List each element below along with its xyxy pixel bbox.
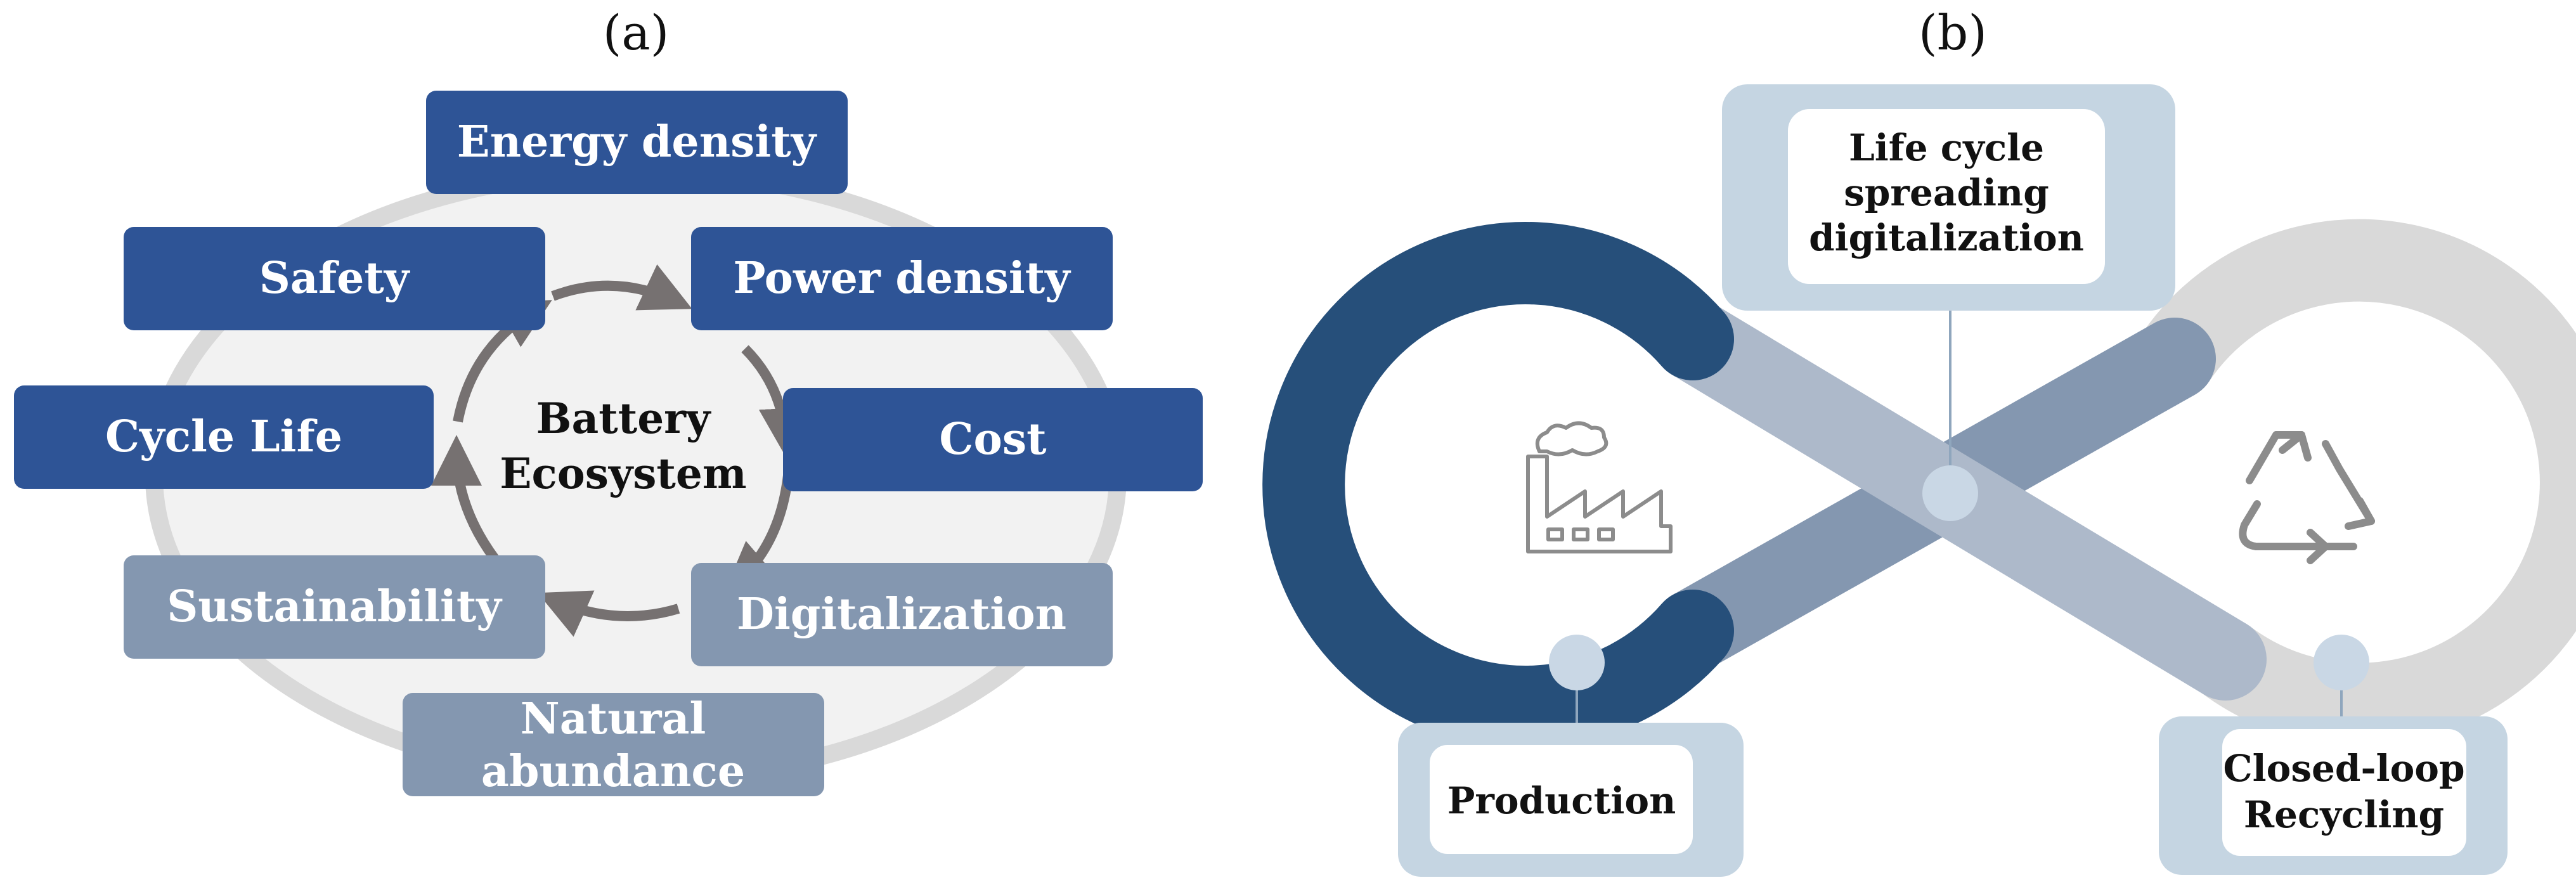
center-label-line2: Ecosystem bbox=[500, 449, 747, 498]
box-safety-label: Safety bbox=[259, 253, 411, 304]
loop-left-arc bbox=[1262, 222, 1734, 748]
label-recycling-line1: Closed-loop bbox=[2223, 747, 2464, 790]
label-top-frame: Life cycle spreading digitalization bbox=[1722, 84, 2175, 311]
box-sustainability: Sustainability bbox=[124, 555, 545, 659]
cycle-arrow-4 bbox=[538, 590, 680, 637]
box-power-density: Power density bbox=[691, 227, 1113, 330]
panel-a-label: (a) bbox=[603, 4, 670, 61]
node-top bbox=[1922, 465, 1978, 521]
box-natural-abundance: Natural abundance bbox=[403, 693, 824, 797]
cycle-arrow-1 bbox=[551, 264, 692, 311]
label-recycling-line2: Recycling bbox=[2244, 793, 2444, 836]
box-cost-label: Cost bbox=[939, 414, 1047, 465]
label-top-line3: digitalization bbox=[1809, 216, 2084, 259]
box-digitalization: Digitalization bbox=[691, 563, 1113, 666]
label-top-line2: spreading bbox=[1844, 171, 2049, 214]
node-recycling bbox=[2314, 635, 2369, 690]
box-power-density-label: Power density bbox=[733, 253, 1071, 304]
factory-icon bbox=[1526, 421, 1673, 553]
panel-b: (b) bbox=[1262, 4, 2576, 877]
box-sustainability-label: Sustainability bbox=[167, 581, 503, 632]
panel-b-label: (b) bbox=[1919, 4, 1987, 61]
box-natural-abundance-line1: Natural bbox=[521, 694, 706, 744]
box-energy-density-label: Energy density bbox=[457, 117, 818, 167]
panel-a: (a) Battery Ecosystem Energy density Saf… bbox=[14, 4, 1203, 797]
box-energy-density: Energy density bbox=[426, 91, 848, 194]
box-natural-abundance-line2: abundance bbox=[481, 746, 745, 797]
label-production-frame: Production bbox=[1398, 723, 1744, 877]
box-cycle-life: Cycle Life bbox=[14, 385, 434, 489]
label-top-line1: Life cycle bbox=[1849, 126, 2044, 169]
label-recycling-frame: Closed-loop Recycling bbox=[2159, 716, 2508, 875]
box-cost: Cost bbox=[783, 388, 1203, 491]
label-production: Production bbox=[1447, 779, 1676, 822]
node-production bbox=[1549, 635, 1605, 690]
box-cycle-life-label: Cycle Life bbox=[105, 411, 342, 462]
box-safety: Safety bbox=[124, 227, 545, 330]
recycle-icon bbox=[2239, 431, 2375, 564]
box-digitalization-label: Digitalization bbox=[737, 589, 1066, 640]
center-label-line1: Battery bbox=[536, 394, 711, 443]
loop-right-arc bbox=[2133, 219, 2576, 746]
